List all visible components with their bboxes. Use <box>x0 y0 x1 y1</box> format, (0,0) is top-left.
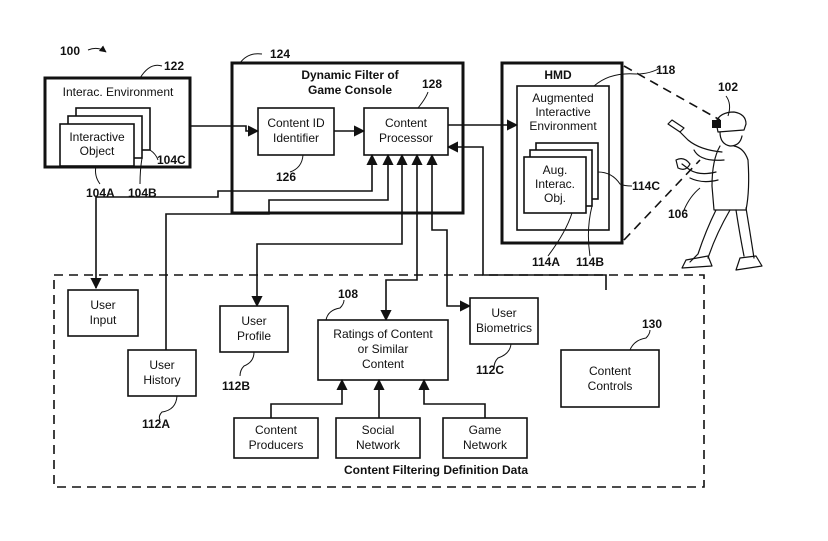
leader-108 <box>325 299 345 321</box>
connector-producers-to-ratings <box>270 378 348 418</box>
ref-108: 108 <box>338 287 358 301</box>
ref-114a: 114A <box>532 255 560 269</box>
leader-114c <box>597 171 633 187</box>
interactive-environment-title: Interac. Environment <box>63 85 174 99</box>
ref-104c: 104C <box>157 153 186 167</box>
ref-112c: 112C <box>476 363 504 377</box>
ratings-line2: or Similar <box>358 342 409 356</box>
ref-118: 118 <box>656 63 676 77</box>
user-profile-line2: Profile <box>237 329 271 343</box>
connector-env-to-id <box>190 125 260 137</box>
content-processor-line2: Processor <box>379 131 433 145</box>
user-history-line1: User <box>149 358 174 372</box>
interactive-object-line2: Object <box>80 144 115 158</box>
ratings-line1: Ratings of Content <box>333 327 433 341</box>
content-id-line2: Identifier <box>273 131 319 145</box>
interactive-object-line1: Interactive <box>69 130 125 144</box>
leader-112b <box>239 351 255 377</box>
user-biometrics-box <box>469 297 539 345</box>
user-history-line2: History <box>143 373 180 387</box>
user-input-box <box>67 289 139 337</box>
ref-112a: 112A <box>142 417 170 431</box>
ref-114b: 114B <box>576 255 604 269</box>
aug-obj-line1: Aug. <box>543 163 568 177</box>
figure-ref-arrow <box>87 45 107 53</box>
ref-112b: 112B <box>222 379 250 393</box>
ref-114c: 114C <box>632 179 660 193</box>
leader-124 <box>239 53 263 64</box>
dynamic-filter-title-line1: Dynamic Filter of <box>301 68 399 82</box>
hmd-view-line-top <box>623 65 721 121</box>
leader-104a <box>95 165 101 185</box>
user-profile-line1: User <box>241 314 266 328</box>
aug-env-line3: Environment <box>529 119 597 133</box>
aug-obj-line2: Interac. <box>535 177 575 191</box>
leader-130 <box>629 329 651 351</box>
hmd-title: HMD <box>544 68 572 82</box>
figure-ref-100: 100 <box>60 44 80 58</box>
dynamic-filter-title-line2: Game Console <box>308 83 392 97</box>
interactive-environment-block: Interac. Environment 122 Interactive Obj… <box>43 59 192 200</box>
ratings-line3: Content <box>362 357 405 371</box>
content-filtering-title: Content Filtering Definition Data <box>344 463 528 477</box>
game-network-line1: Game <box>469 423 502 437</box>
content-controls-line2: Controls <box>588 379 633 393</box>
ref-128: 128 <box>422 77 442 91</box>
social-network-line2: Network <box>356 438 401 452</box>
game-network-line2: Network <box>463 438 508 452</box>
user-biometrics-line2: Biometrics <box>476 321 532 335</box>
ref-124: 124 <box>270 47 290 61</box>
aug-object-a <box>523 156 587 214</box>
person-icon <box>667 111 763 271</box>
leader-114a <box>547 212 573 257</box>
user-input-line1: User <box>90 298 115 312</box>
leader-118 <box>593 67 661 87</box>
ref-102: 102 <box>718 80 738 94</box>
user-history-box <box>127 349 197 397</box>
content-producers-box <box>233 417 319 459</box>
leader-114b <box>587 205 593 257</box>
content-filtering-region <box>53 274 705 488</box>
user-figure: 102 106 <box>667 80 763 271</box>
connector-processor-biometrics <box>426 153 472 312</box>
leader-122 <box>139 64 163 79</box>
content-producers-line2: Producers <box>249 438 304 452</box>
content-processor-line1: Content <box>385 116 428 130</box>
leader-102 <box>725 95 731 117</box>
ref-104a: 104A <box>86 186 115 200</box>
social-network-box <box>335 417 421 459</box>
user-profile-box <box>219 305 289 353</box>
aug-env-line1: Augmented <box>532 91 593 105</box>
dynamic-filter-block: 124 Dynamic Filter of Game Console Conte… <box>230 47 465 215</box>
ref-130: 130 <box>642 317 662 331</box>
content-processor-box <box>363 107 449 156</box>
user-input-line2: Input <box>90 313 117 327</box>
ratings-box <box>317 319 449 381</box>
connector-processor-ratings <box>380 153 423 322</box>
content-controls-line1: Content <box>589 364 632 378</box>
aug-obj-line3: Obj. <box>544 191 566 205</box>
content-id-line1: Content ID <box>267 116 325 130</box>
hmd-block: HMD Augmented Interactive Environment 11… <box>500 61 676 269</box>
ref-126: 126 <box>276 170 296 184</box>
ref-104b: 104B <box>128 186 157 200</box>
leader-112a <box>158 395 178 421</box>
ref-106: 106 <box>668 207 688 221</box>
content-controls-box <box>560 349 660 408</box>
social-network-line1: Social <box>362 423 395 437</box>
leader-128 <box>417 91 429 109</box>
game-network-box <box>442 417 528 459</box>
connector-game-to-ratings <box>418 378 486 418</box>
ref-122: 122 <box>164 59 184 73</box>
hmd-view-line-bottom <box>623 159 701 241</box>
aug-env-line2: Interactive <box>535 105 591 119</box>
user-biometrics-line1: User <box>491 306 516 320</box>
leader-112c <box>493 343 512 369</box>
content-producers-line1: Content <box>255 423 298 437</box>
